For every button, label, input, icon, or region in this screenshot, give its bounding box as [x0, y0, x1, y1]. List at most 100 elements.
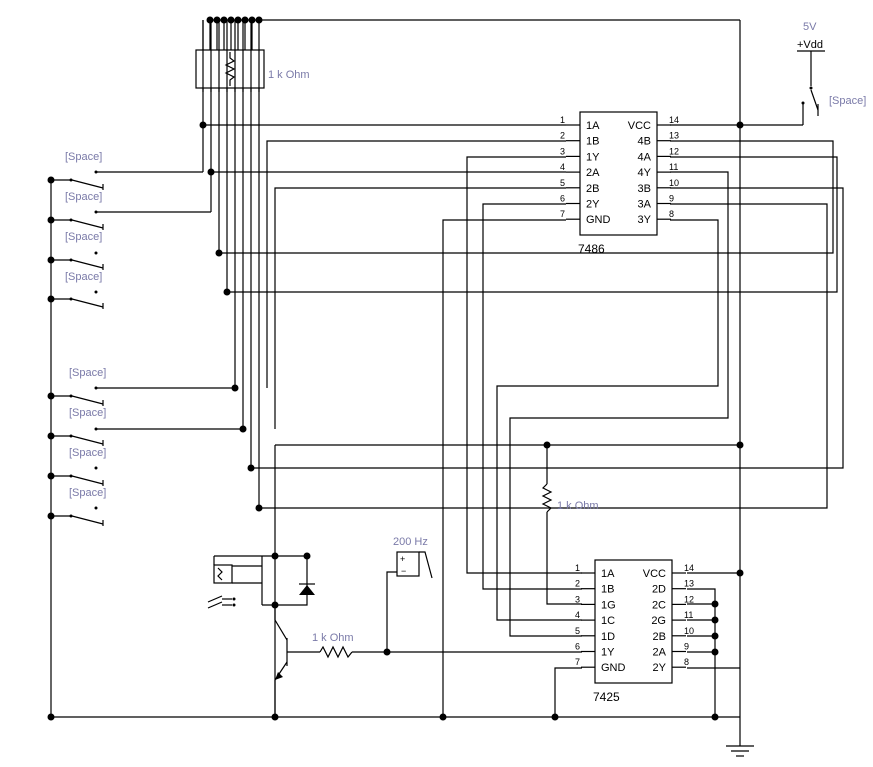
chip-pin-label: 3Y	[638, 214, 652, 226]
input-switch[interactable]: [Space]	[47, 487, 107, 526]
chip-pin-label: 1A	[586, 120, 600, 132]
switch-key-label: [Space]	[65, 271, 102, 283]
vdd-name-label: +Vdd	[797, 39, 823, 51]
switch-key-label: [Space]	[69, 407, 106, 419]
chip-pin-label: 4A	[638, 151, 652, 163]
resistor-pack-label: 1 k Ohm	[268, 69, 310, 81]
chip-pin-number: 1	[560, 115, 565, 125]
ground-symbol	[726, 745, 754, 757]
chip-pin-label: GND	[601, 662, 626, 674]
junction-dot	[711, 648, 719, 656]
chip-pin-label: 2A	[653, 647, 667, 659]
chip-pin-number: 9	[669, 194, 674, 204]
chip-pin-number: 14	[684, 563, 694, 573]
junction-dot	[736, 569, 744, 577]
input-switch[interactable]: [Space]	[47, 407, 107, 446]
chip-pin-number: 6	[560, 194, 565, 204]
chip-pin-number: 5	[575, 626, 580, 636]
chip-pin-number: 13	[669, 131, 679, 141]
chip-pin-number: 12	[669, 146, 679, 156]
chip-pin-number: 4	[575, 610, 580, 620]
junction-dot	[271, 601, 279, 609]
chip-pin-label: 2Y	[586, 199, 600, 211]
switch-key-label: [Space]	[65, 191, 102, 203]
junction-dot	[543, 441, 551, 449]
junction-dot	[439, 713, 447, 721]
chip-pin-number: 10	[684, 626, 694, 636]
junction-dot	[231, 384, 239, 392]
pullup-resistor-label: 1 k Ohm	[557, 500, 599, 512]
junction-dot	[383, 648, 391, 656]
chip-pin-number: 14	[669, 115, 679, 125]
chip-pin-number: 7	[560, 209, 565, 219]
chip-7486-name: 7486	[578, 242, 605, 256]
chip-pin-number: 11	[669, 162, 678, 172]
input-switch[interactable]: [Space]	[47, 271, 104, 309]
vdd-switch-label: [Space]	[829, 95, 866, 107]
vdd-voltage-label: 5V	[803, 21, 817, 33]
chip-pin-number: 13	[684, 579, 694, 589]
junction-dot	[711, 713, 719, 721]
chip-pin-number: 8	[684, 657, 689, 667]
chip-pin-number: 2	[560, 131, 565, 141]
resistor-pack: 1 k Ohm	[195, 16, 741, 717]
chip-pin-number: 5	[560, 178, 565, 188]
chip-pin-number: 4	[560, 162, 565, 172]
input-switches: [Space][Space][Space][Space][Space][Spac…	[47, 151, 243, 717]
input-switch[interactable]: [Space]	[47, 447, 107, 486]
chip-pin-label: 2B	[586, 183, 599, 195]
junction-dot	[736, 121, 744, 129]
vdd-source: 5V +Vdd [Space]	[740, 21, 866, 126]
junction-dots	[47, 121, 744, 721]
input-switch[interactable]: [Space]	[47, 191, 104, 230]
chip-pin-number: 2	[575, 579, 580, 589]
chip-pin-label: 2D	[652, 584, 666, 596]
chip-pin-label: 1B	[586, 136, 599, 148]
input-switch[interactable]: [Space]	[47, 231, 104, 270]
chip-pin-label: GND	[586, 214, 611, 226]
switch-key-label: [Space]	[65, 151, 102, 163]
interconnect-wires: 1 k Ohm	[51, 124, 844, 746]
chip-pin-label: 4B	[638, 136, 651, 148]
chip-pin-label: 2C	[652, 599, 666, 611]
chip-pin-label: 3B	[638, 183, 651, 195]
switch-key-label: [Space]	[65, 231, 102, 243]
chip-pin-label: 1B	[601, 584, 614, 596]
chip-pin-label: 2A	[586, 167, 600, 179]
chip-pin-label: 1G	[601, 599, 616, 611]
base-resistor-label: 1 k Ohm	[312, 632, 354, 644]
chip-pin-number: 3	[575, 594, 580, 604]
junction-dot	[736, 441, 744, 449]
junction-dot	[199, 121, 207, 129]
switch-key-label: [Space]	[69, 487, 106, 499]
junction-dot	[711, 600, 719, 608]
chip-pin-label: 1Y	[586, 151, 600, 163]
input-switch[interactable]: [Space]	[47, 151, 104, 190]
chip-7425-name: 7425	[593, 690, 620, 704]
chip-pin-number: 9	[684, 642, 689, 652]
junction-dot	[271, 713, 279, 721]
input-switch[interactable]: [Space]	[47, 367, 107, 406]
driver-circuit: 1 k Ohm + − 200 Hz	[207, 536, 433, 717]
chip-pin-number: 1	[575, 563, 580, 573]
chip-pin-label: 1A	[601, 568, 615, 580]
chip-pin-label: VCC	[628, 120, 651, 132]
chip-pin-number: 6	[575, 642, 580, 652]
pack-vertical-wires	[202, 20, 260, 508]
chip-pin-label: 2G	[651, 615, 666, 627]
junction-dot	[47, 713, 55, 721]
junction-dot	[207, 168, 215, 176]
chip-pin-label: 4Y	[638, 167, 652, 179]
junction-dot	[239, 425, 247, 433]
junction-dot	[215, 249, 223, 257]
chip-pin-label: 2B	[653, 631, 666, 643]
chip-pin-label: 1D	[601, 631, 615, 643]
junction-dot	[223, 288, 231, 296]
chip-pin-label: VCC	[643, 568, 666, 580]
svg-text:+: +	[400, 554, 405, 564]
svg-text:−: −	[401, 566, 406, 576]
chip-pin-label: 1C	[601, 615, 615, 627]
junction-dot	[255, 504, 263, 512]
junction-dot	[711, 616, 719, 624]
